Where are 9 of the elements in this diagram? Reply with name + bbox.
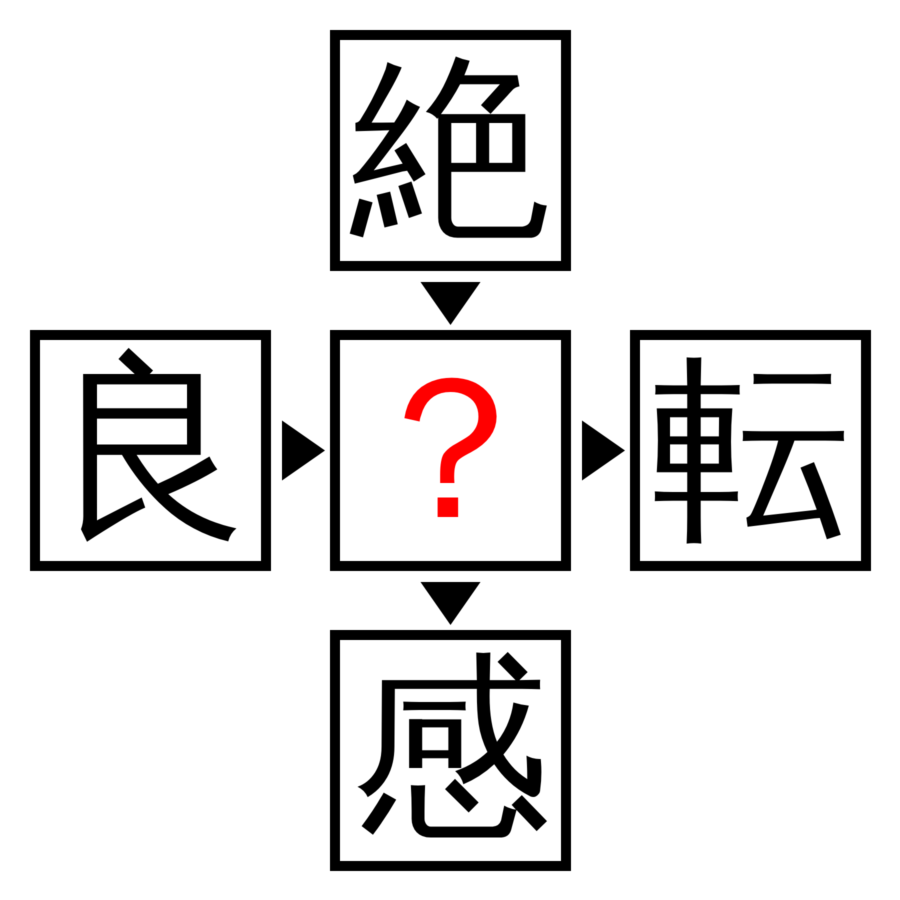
character-box: 感 [330, 630, 571, 871]
arrow [582, 420, 625, 480]
arrow [282, 420, 325, 480]
character-box: 絶 [330, 30, 571, 271]
arrow [420, 282, 480, 325]
character-box: 転 [630, 330, 871, 571]
arrow [420, 582, 480, 625]
character-box: 良 [30, 330, 271, 571]
character-box: ？ [330, 330, 571, 571]
